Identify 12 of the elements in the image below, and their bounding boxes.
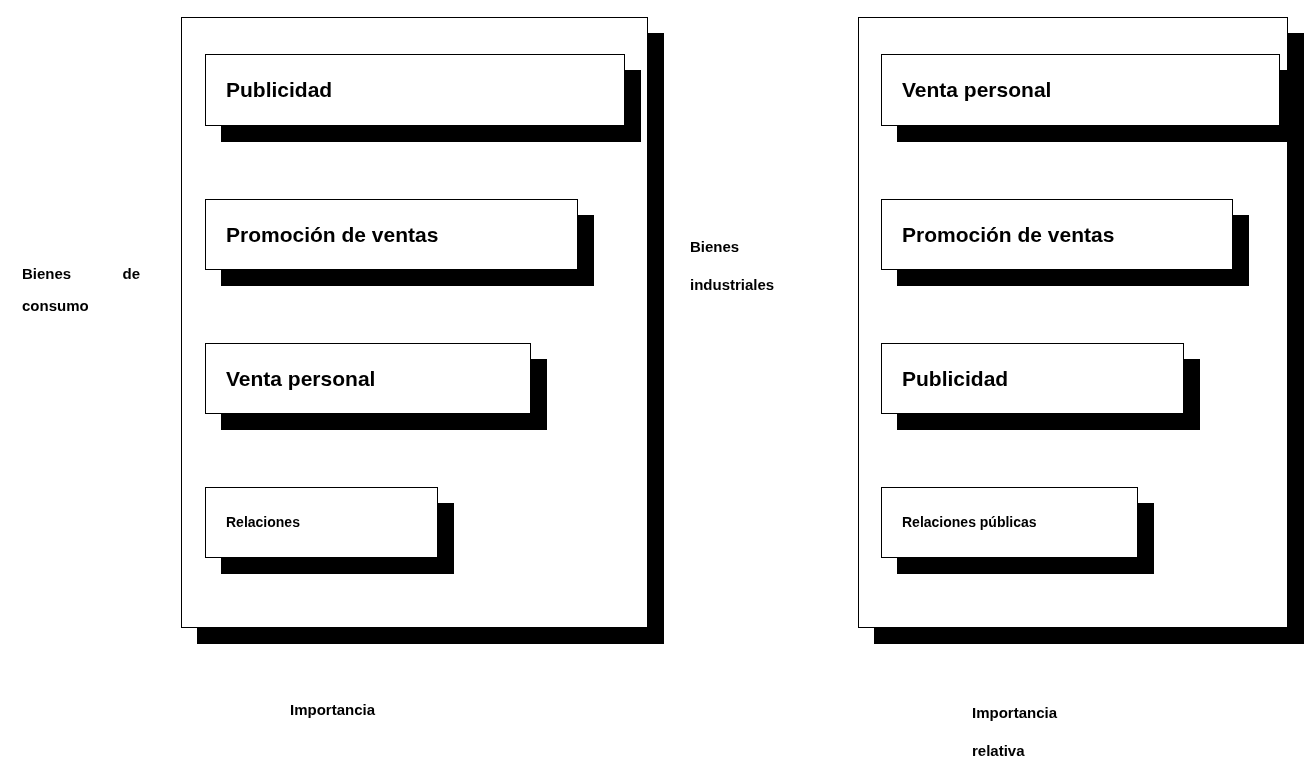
- box-label: Relaciones: [226, 513, 300, 532]
- box-label: Promoción de ventas: [902, 221, 1115, 248]
- box-label: Relaciones públicas: [902, 513, 1037, 532]
- box-label: Venta personal: [226, 365, 376, 392]
- axis-label: Bienes de consumo: [22, 264, 140, 316]
- box-label: Promoción de ventas: [226, 221, 439, 248]
- axis-label: Importancia: [290, 700, 377, 720]
- box-label: Publicidad: [902, 365, 1009, 392]
- axis-label: Importancia relativa: [972, 703, 1059, 758]
- axis-label: Bienes industriales: [690, 237, 776, 295]
- box-label: Venta personal: [902, 77, 1052, 104]
- box-label: Publicidad: [226, 77, 333, 104]
